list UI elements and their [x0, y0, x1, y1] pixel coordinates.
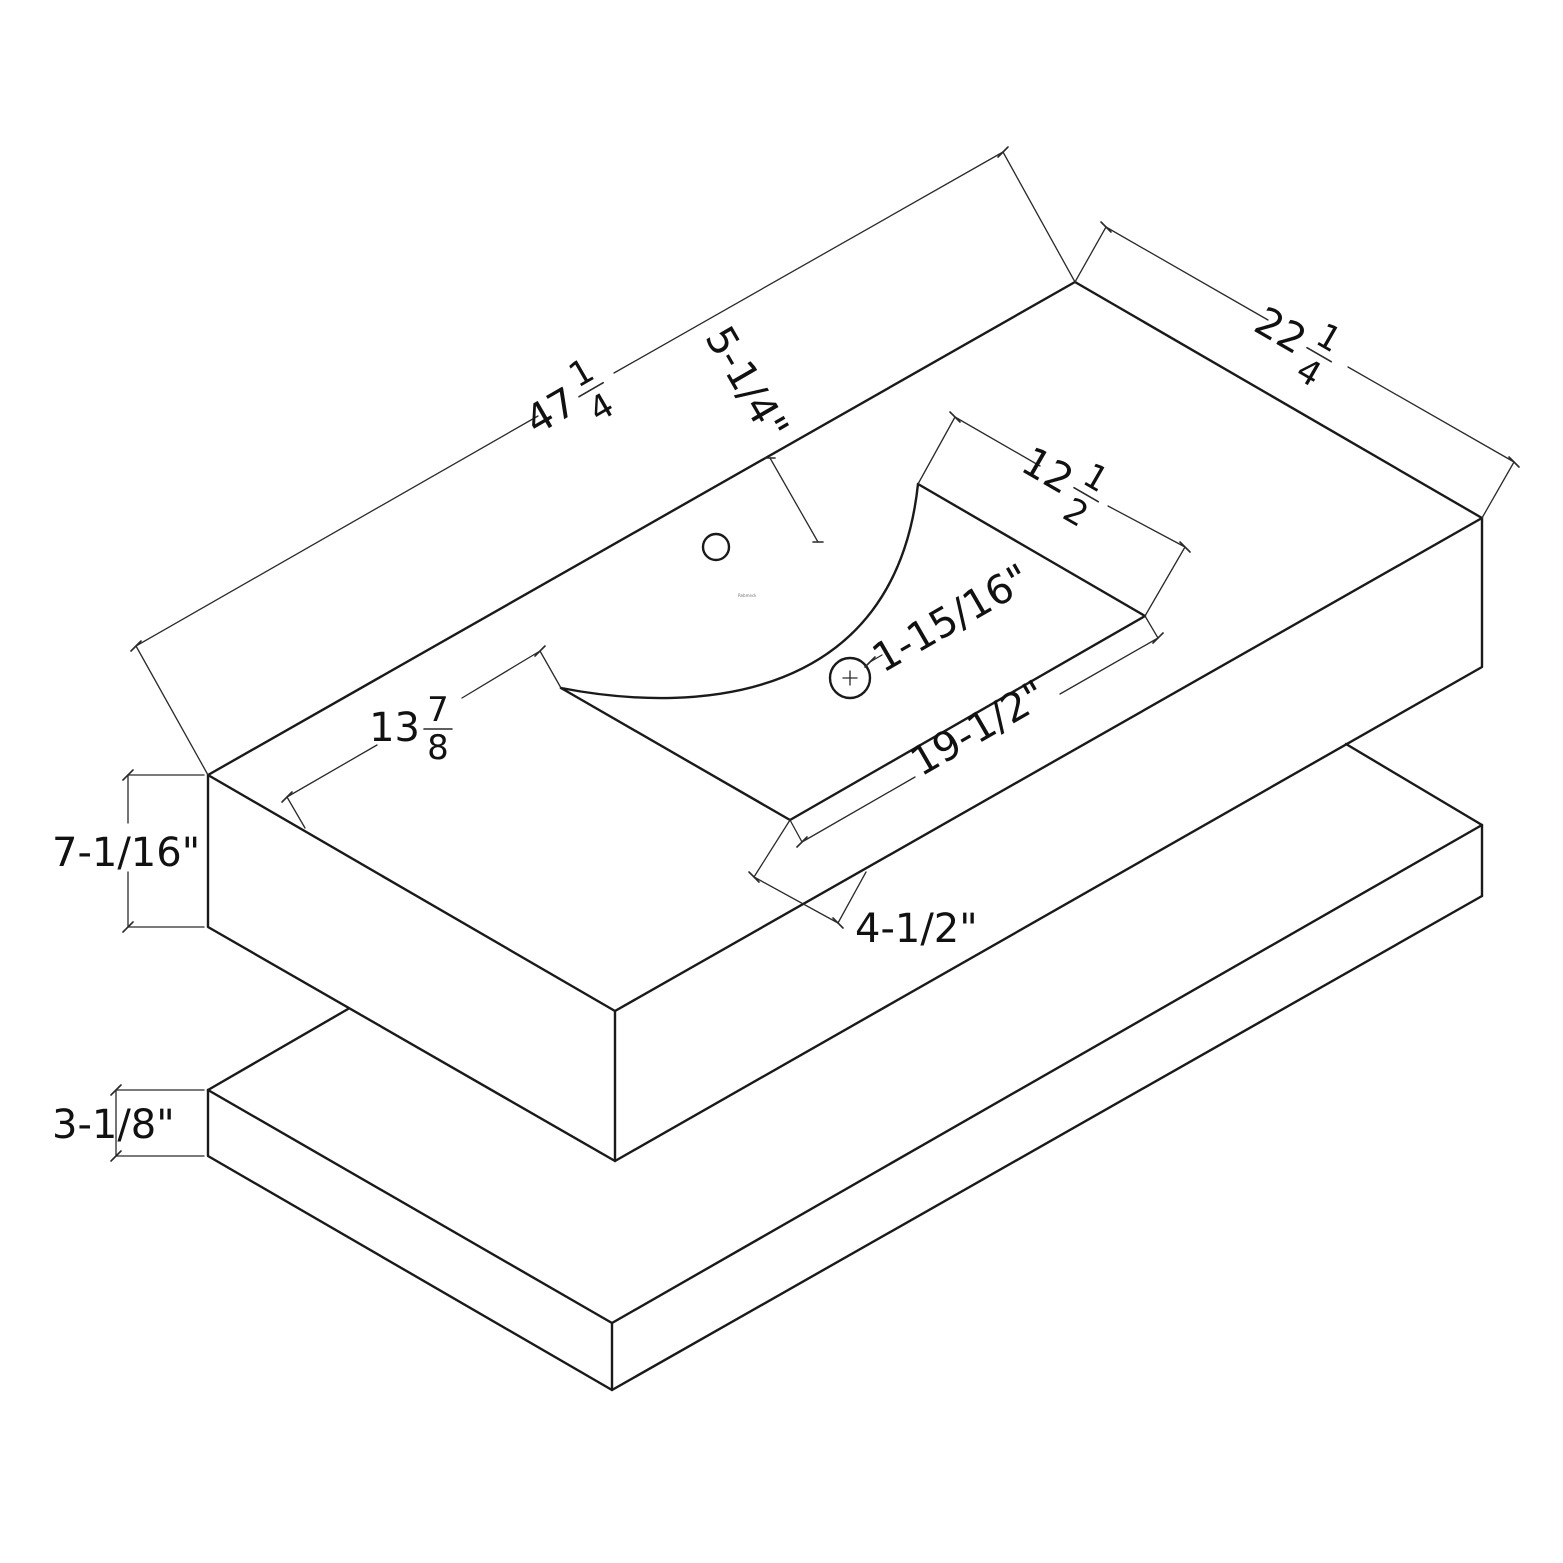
faucet-setback-label: 5-1/4" — [696, 319, 797, 448]
basin-length-label: 19-1/2" — [903, 672, 1054, 786]
basin-left-offset-num: 7 — [427, 690, 449, 730]
dim-shelf-height: 3-1/8" — [52, 1084, 205, 1162]
overall-depth-whole: 22 — [1247, 298, 1314, 363]
basin-left-offset-whole: 13 — [369, 705, 420, 751]
dim-basin-width: 12 1 2 — [917, 411, 1191, 617]
overall-length-whole: 47 — [518, 379, 585, 444]
basin-outline — [559, 482, 1147, 822]
brand-mark: Rebmeck — [738, 593, 757, 598]
countertop-top-face — [206, 280, 1484, 1013]
overall-length-den: 4 — [582, 385, 621, 430]
basin-left-offset-den: 8 — [427, 728, 449, 768]
shelf-left-face — [206, 1088, 614, 1392]
basin: Rebmeck — [559, 482, 1147, 822]
dim-overall-length: 47 1 4 — [130, 146, 1076, 776]
countertop-right-face — [613, 516, 1484, 1163]
shelf-bottom-right-edge — [610, 894, 1484, 1392]
dim-faucet-setback: 5-1/4" — [696, 319, 824, 543]
shelf-back-right-edge — [1344, 742, 1484, 898]
shelf-height-label: 3-1/8" — [52, 1102, 175, 1148]
drain-icon — [828, 656, 872, 700]
shelf — [206, 742, 1484, 1392]
basin-width-den: 2 — [1056, 490, 1095, 535]
dim-overall-depth: 22 1 4 — [1074, 221, 1520, 519]
dim-drain-offset: 1-15/16" — [864, 555, 1038, 682]
shelf-top-front-edge — [206, 823, 1484, 1325]
basin-width-whole: 12 — [1014, 438, 1081, 503]
dim-top-height: 7-1/16" — [52, 769, 205, 933]
dim-front-offset: 4-1/2" — [748, 819, 978, 952]
faucet-hole-icon — [701, 532, 731, 562]
top-height-label: 7-1/16" — [52, 830, 200, 876]
countertop-left-face — [206, 773, 617, 1163]
front-offset-label: 4-1/2" — [855, 906, 978, 952]
overall-depth-den: 4 — [1289, 350, 1328, 395]
basin-slope-curve — [559, 482, 920, 700]
dim-basin-left-offset: 13 7 8 — [281, 645, 562, 829]
shelf-back-left-edge — [206, 1007, 350, 1092]
drain-offset-label: 1-15/16" — [865, 555, 1038, 682]
